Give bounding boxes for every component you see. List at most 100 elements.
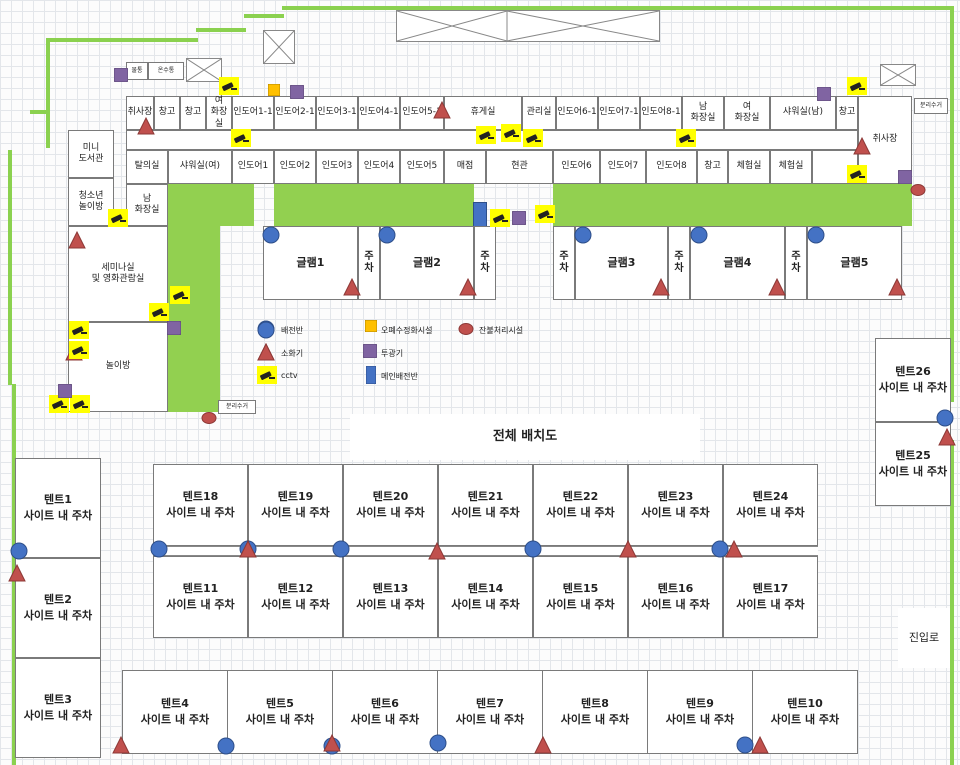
leftover-fire-icon (910, 184, 926, 196)
panel-icon (429, 734, 447, 752)
second-room: 창고 (697, 150, 728, 184)
tent-parking-note: 사이트 내 주차 (356, 506, 425, 519)
top-room: 인도어3-1 (316, 96, 358, 130)
extinguisher-icon (938, 428, 956, 446)
mens-restroom-left: 남 화장실 (126, 184, 168, 226)
tent-name: 텐트26 (895, 365, 931, 379)
lamp-icon (290, 85, 304, 99)
panel-icon (936, 409, 954, 427)
legend-panel-label: 배전반 (281, 326, 304, 335)
cctv-icon (847, 77, 867, 95)
second-room: 인도어6 (553, 150, 600, 184)
water-tank-label: 물통 (126, 62, 148, 80)
panel-icon (736, 736, 754, 754)
glamping-parking: 주 차 (553, 226, 575, 300)
lamp-icon (817, 87, 831, 101)
sewage-icon (268, 84, 280, 96)
extinguisher-icon (433, 101, 451, 119)
main-panel-box (473, 202, 487, 228)
top-room: 인도어7-1 (598, 96, 640, 130)
tent-name: 텐트25 (895, 449, 931, 463)
top-room: 인도어4-1 (358, 96, 400, 130)
tent-name: 텐트4 (161, 697, 189, 711)
lamp-icon (167, 321, 181, 335)
extinguisher-icon (137, 117, 155, 135)
top-room: 여 화장실 (724, 96, 770, 130)
legend-extinguisher-label: 소화기 (281, 349, 304, 358)
cctv-icon (676, 129, 696, 147)
tent-name: 텐트19 (277, 490, 314, 504)
boundary-stair-3 (244, 14, 284, 18)
second-room: 매점 (444, 150, 486, 184)
extinguisher-icon (428, 542, 446, 560)
tent-parking-note: 사이트 내 주차 (451, 506, 520, 519)
top-structure-right (880, 64, 916, 86)
extinguisher-icon (257, 343, 275, 361)
legend-main-panel-label: 메인배전반 (381, 372, 418, 381)
tent-name: 텐트5 (266, 697, 294, 711)
glamping-parking: 주 차 (785, 226, 807, 300)
tent-name: 텐트20 (372, 490, 409, 504)
top-room: 관리실 (522, 96, 556, 130)
tent-site: 텐트20 사이트 내 주차 (343, 464, 438, 546)
tent-name: 텐트17 (752, 582, 789, 596)
top-room: 여 화장실 (206, 96, 232, 130)
top-room: 인도어1-1 (232, 96, 274, 130)
boundary-stair-v (46, 38, 50, 148)
boundary-stair-v2 (30, 110, 48, 114)
top-room: 인도어8-1 (640, 96, 682, 130)
boundary-stair-2 (196, 28, 246, 32)
cctv-icon (108, 209, 128, 227)
tent-name: 텐트10 (787, 697, 823, 711)
tent-name: 텐트24 (752, 490, 789, 504)
right-kitchen: 취사장 (858, 96, 912, 184)
boundary-top-right (332, 6, 954, 10)
extinguisher-icon (343, 278, 361, 296)
tent-parking-note: 사이트 내 주차 (166, 506, 235, 519)
glamping-parking: 주 차 (668, 226, 690, 300)
top-room: 창고 (154, 96, 180, 130)
panel-icon (690, 226, 708, 244)
panel-icon (150, 540, 168, 558)
panel-icon (262, 226, 280, 244)
cctv-icon (219, 77, 239, 95)
second-room: 체험실 (728, 150, 770, 184)
cctv-icon (535, 205, 555, 223)
tent-name: 텐트13 (372, 582, 409, 596)
extinguisher-icon (768, 278, 786, 296)
tent-name: 텐트14 (467, 582, 504, 596)
second-room: 현관 (486, 150, 553, 184)
second-room: 샤워실(여) (168, 150, 232, 184)
second-room: 인도어3 (316, 150, 358, 184)
tent-parking-note: 사이트 내 주차 (23, 709, 93, 722)
tent-name: 텐트16 (657, 582, 694, 596)
tent-name: 텐트9 (686, 697, 714, 711)
tent-name: 텐트6 (371, 697, 399, 711)
legend-leftover-label: 잔불처리시설 (479, 326, 524, 335)
tent-name: 텐트2 (44, 593, 72, 607)
top-structure-left (263, 30, 295, 64)
top-structure (396, 10, 660, 42)
tent-row-divider (153, 546, 818, 556)
hot-water-tank-label: 온수통 (148, 62, 184, 80)
tent-parking-note: 사이트 내 주차 (770, 713, 840, 726)
extinguisher-icon (725, 540, 743, 558)
main-panel-legend-icon (366, 366, 376, 384)
extinguisher-icon (619, 540, 637, 558)
glamping-site: 글램2 (380, 226, 474, 300)
panel-icon (711, 540, 729, 558)
top-structure-water (186, 58, 222, 82)
tent-name: 텐트3 (44, 693, 72, 707)
tent-name: 텐트15 (562, 582, 599, 596)
diagram-title: 전체 배치도 (350, 414, 700, 460)
extinguisher-icon (68, 231, 86, 249)
cctv-icon (476, 126, 496, 144)
